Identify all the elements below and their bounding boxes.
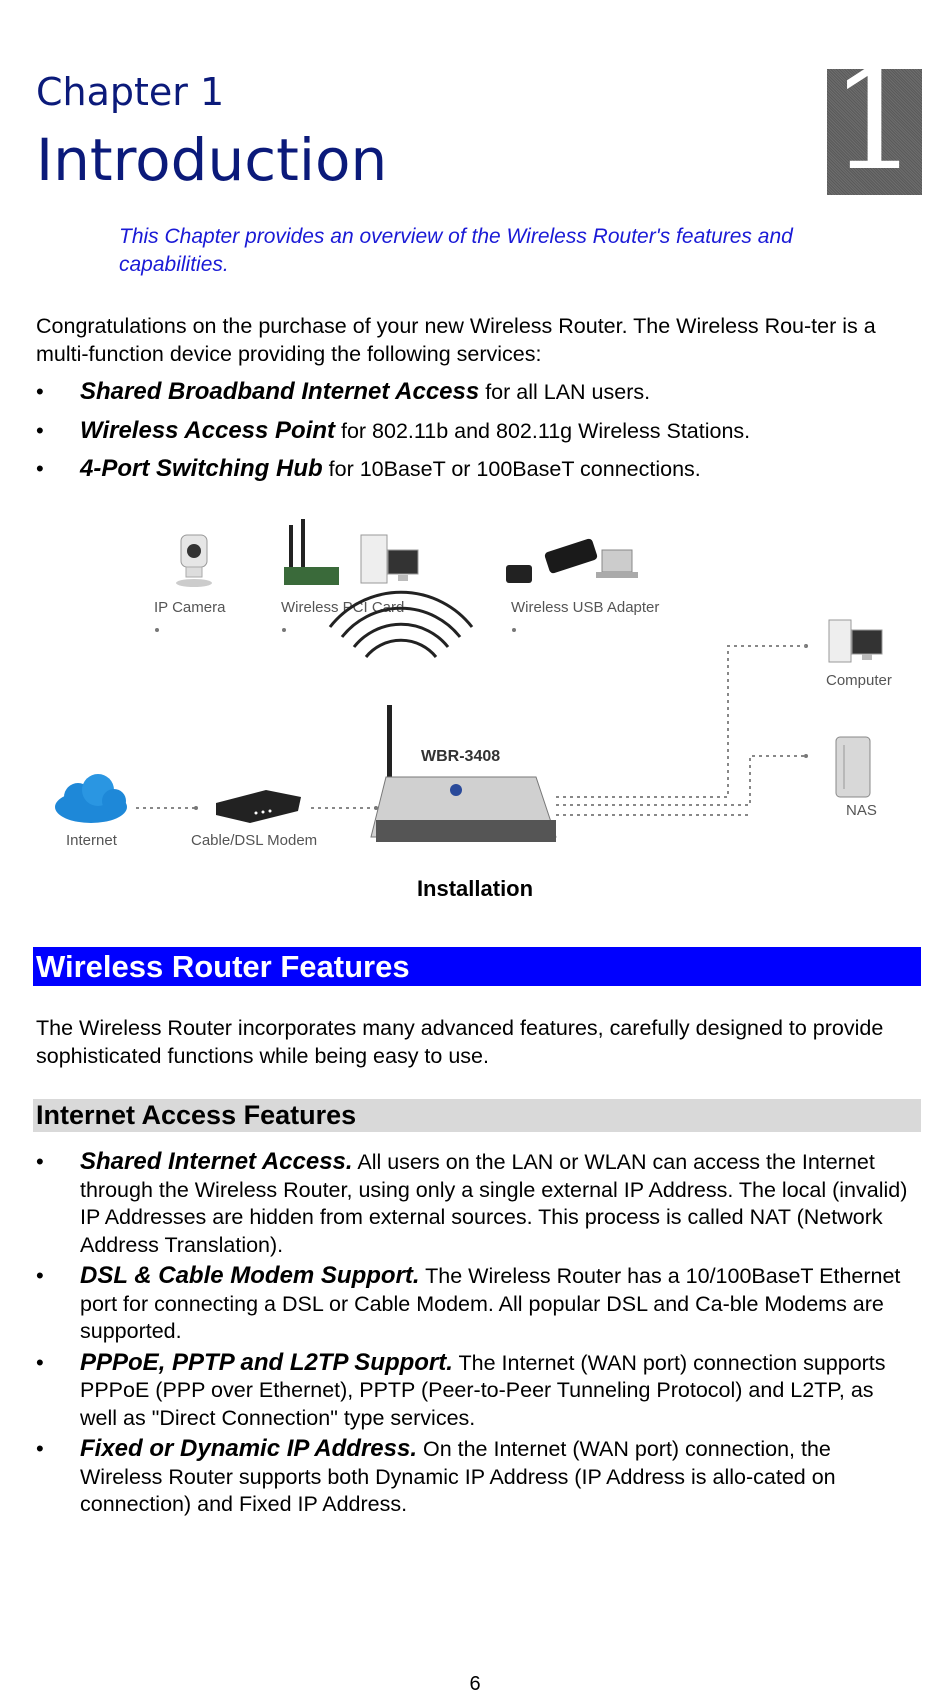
chapter-number: 1 [829,39,920,202]
list-item: • Shared Broadband Internet Access for al… [36,378,916,407]
feature-name: DSL & Cable Modem Support. [80,1262,420,1289]
bullet-icon: • [36,456,44,481]
feature-name: PPPoE, PPTP and L2TP Support. [80,1348,453,1376]
service-text: for 802.11b and 802.11g Wireless Station… [335,418,751,443]
modem-icon [216,790,301,823]
section-heading: Wireless Router Features [33,947,921,986]
ip-camera-label: IP Camera [154,599,226,616]
list-item: • 4-Port Switching Hub for 10BaseT or 100… [36,455,916,484]
service-name: Shared Broadband Internet Access [80,378,480,405]
list-item: • Shared Internet Access. All users on th… [36,1148,916,1259]
service-text: for all LAN users. [479,380,651,404]
usb-adapter-icon [506,538,638,583]
bullet-icon: • [36,1436,44,1461]
pci-card-icon [284,519,419,585]
chapter-intro: This Chapter provides an overview of the… [119,225,793,276]
feature-name: Fixed or Dynamic IP Address. [80,1435,417,1462]
list-item: • Fixed or Dynamic IP Address. On the Int… [36,1435,916,1519]
bullet-icon: • [36,1263,44,1288]
computer-icon [828,619,883,663]
connection-lines [136,645,806,816]
bullet-icon: • [36,417,44,443]
service-text: for 10BaseT or 100BaseT connections. [322,457,701,481]
features-description: The Wireless Router incorporates many ad… [36,1016,884,1068]
service-name: Wireless Access Point [80,416,336,444]
feature-text: On the Internet (WAN port) connection, t… [80,1437,836,1516]
service-name: 4-Port Switching Hub [80,455,323,482]
nas-icon [835,736,871,798]
wifi-signal-icon [328,590,474,658]
feature-text: All users on the LAN or WLAN can access … [80,1150,908,1257]
chapter-label: Chapter 1 [36,70,225,114]
bullet-icon: • [36,1349,44,1375]
router-icon [370,705,557,842]
chapter-title: Introduction [36,126,388,194]
intro-paragraph: Congratulations on the purchase of your … [36,314,876,366]
internet-features-list: • Shared Internet Access. All users on th… [36,1148,916,1522]
bullet-icon: • [36,379,44,404]
feature-text: The Wireless Router has a 10/100BaseT Et… [80,1264,901,1343]
ip-camera-icon [176,534,212,587]
modem-label: Cable/DSL Modem [191,832,317,849]
pci-card-label: Wireless PCI Card [281,599,404,616]
bullet-icon: • [36,1149,44,1174]
installation-diagram: IP Camera Wireless PCI Card Wireless USB… [55,519,892,849]
page-number: 6 [469,1673,481,1695]
feature-text: The Internet (WAN port) connection suppo… [80,1350,886,1430]
subsection-heading: Internet Access Features [33,1099,921,1132]
services-list: • Shared Broadband Internet Access for al… [36,378,916,484]
list-item: • DSL & Cable Modem Support. The Wireless… [36,1262,916,1346]
list-item: • PPPoE, PPTP and L2TP Support. The Inter… [36,1349,916,1433]
computer-label: Computer [826,672,892,689]
feature-name: Shared Internet Access. [80,1148,353,1175]
internet-cloud-icon [55,774,127,823]
nas-label: NAS [846,802,877,819]
router-label: WBR-3408 [421,748,500,765]
figure-caption: Installation [416,876,534,901]
internet-label: Internet [66,832,118,849]
usb-adapter-label: Wireless USB Adapter [511,599,659,616]
list-item: • Wireless Access Point for 802.11b and 8… [36,417,916,446]
chapter-number-box: 1 [827,51,922,195]
